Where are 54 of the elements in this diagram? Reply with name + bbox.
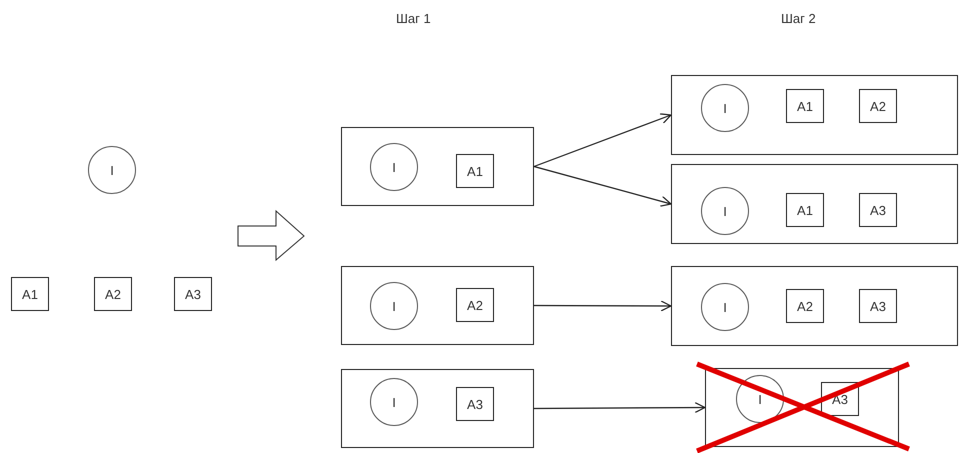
group-box — [341, 266, 534, 345]
circle-node — [701, 283, 749, 331]
square-node — [859, 89, 897, 123]
node-label: I — [110, 162, 114, 178]
node-label: A1 — [797, 98, 813, 114]
square-node — [11, 277, 49, 311]
node-label: A1 — [22, 286, 38, 302]
node-label: I — [392, 298, 396, 314]
node-label: A2 — [467, 298, 483, 312]
square-node — [821, 382, 859, 416]
arrow — [534, 402, 706, 414]
circle-node — [370, 282, 418, 330]
node-label: A3 — [467, 396, 483, 412]
square-node — [786, 289, 824, 323]
arrow — [534, 166, 672, 207]
group-box — [341, 127, 534, 206]
square-node — [94, 277, 132, 311]
step-heading: Шаг 1 — [396, 11, 431, 26]
group-box — [671, 164, 958, 244]
square-node — [786, 193, 824, 227]
circle-node — [370, 378, 418, 426]
node-label: I — [723, 100, 727, 116]
group-box — [671, 75, 958, 155]
square-node — [174, 277, 212, 311]
node-label: I — [758, 392, 762, 406]
node-label: A2 — [797, 298, 813, 314]
square-node — [859, 193, 897, 227]
square-node — [786, 89, 824, 123]
circle-node — [370, 143, 418, 191]
square-node — [456, 387, 494, 421]
step-heading: Шаг 2 — [781, 11, 816, 26]
group-box — [671, 266, 958, 346]
node-label: A3 — [870, 202, 886, 218]
node-label: A1 — [467, 164, 483, 178]
node-label: A2 — [105, 286, 121, 302]
group-box — [341, 369, 534, 448]
circle-node — [88, 146, 136, 194]
node-label: I — [392, 394, 396, 410]
node-label: I — [723, 204, 727, 218]
square-node — [456, 154, 494, 188]
arrow — [534, 113, 672, 168]
circle-node — [701, 84, 749, 132]
arrow — [534, 300, 672, 312]
node-label: I — [392, 160, 396, 174]
circle-node — [736, 375, 784, 423]
node-label: A3 — [185, 286, 201, 302]
square-node — [859, 289, 897, 323]
node-label: A2 — [870, 98, 886, 114]
node-label: I — [723, 300, 727, 314]
group-box — [705, 368, 899, 447]
node-label: A3 — [870, 298, 886, 314]
square-node — [456, 288, 494, 322]
node-label: A1 — [797, 202, 813, 218]
circle-node — [701, 187, 749, 235]
